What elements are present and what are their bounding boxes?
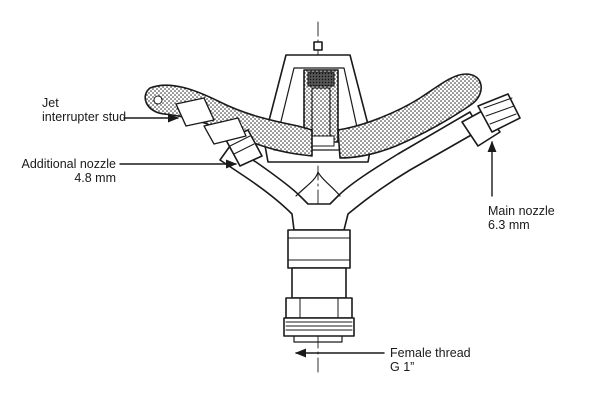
label-additional-nozzle: Additional nozzle 4.8 mm (14, 157, 116, 185)
label-additional-nozzle-line1: Additional nozzle (21, 157, 116, 171)
top-pin (313, 41, 323, 51)
label-main-nozzle: Main nozzle 6.3 mm (488, 204, 555, 232)
label-female-thread: Female thread G 1” (390, 346, 471, 374)
label-female-thread-line2: G 1” (390, 360, 415, 374)
hex-nut (285, 297, 353, 319)
label-jet-interrupter-stud: Jet interrupter stud (42, 96, 126, 124)
label-main-nozzle-line1: Main nozzle (488, 204, 555, 218)
lower-sleeve (287, 229, 351, 269)
label-jet-interrupter-line1: Jet (42, 96, 59, 110)
female-thread (283, 317, 355, 337)
label-additional-nozzle-line2: 4.8 mm (74, 171, 116, 185)
label-jet-interrupter-line2: interrupter stud (42, 110, 127, 124)
rocker-arm-right (337, 73, 482, 159)
label-female-thread-line1: Female thread (390, 346, 471, 360)
label-main-nozzle-line2: 6.3 mm (488, 218, 530, 232)
